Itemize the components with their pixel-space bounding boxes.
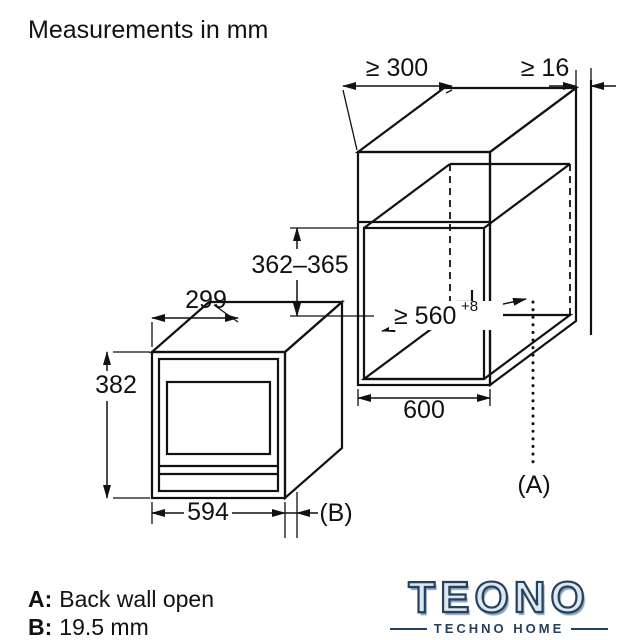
dim-label-mw-height: 382 [95,371,137,399]
legend-text-a: Back wall open [59,586,214,612]
microwave-drawing [149,299,345,501]
tagline-rule-right [571,627,608,630]
dim-label-niche-width: ≥ 560 [394,302,456,330]
legend-item-a: A:Back wall open [28,585,214,613]
label-mask [184,500,232,527]
brand-tagline: TECHNO HOME [433,621,565,636]
label-a: (A) [517,471,550,499]
legend-key-a: A: [28,586,53,612]
tagline-rule-left [390,627,427,630]
cabinet-top-face [354,86,580,154]
microwave-front-face [150,350,287,500]
dim-label-mw-width: 594 [187,498,229,526]
ext-line [342,89,358,151]
microwave-right-face [283,299,344,501]
brand-tagline-row: TECHNO HOME [390,621,608,636]
legend-key-b: B: [28,614,53,640]
legend: A:Back wall open B:19.5 mm [28,585,214,640]
dim-label-cabinet-width: 600 [403,396,445,424]
brand-logo: TEONO TECHNO HOME [390,573,608,636]
ext-line [213,304,239,323]
legend-text-b: 19.5 mm [59,614,149,640]
dim-label-mw-depth: 299 [185,286,227,314]
label-mask [91,371,141,401]
dim-label-niche-width-tolerance: +8 [461,298,478,315]
dimension-annotations: ≥ 300 ≥ 16 362–365 ≥ 560 +8 600 [91,54,616,538]
legend-item-b: B:19.5 mm [28,613,214,640]
dim-label-niche-height: 362–365 [251,251,348,279]
niche-ceiling-left-edge [363,163,451,229]
label-mask [247,249,353,280]
label-mask [389,301,503,330]
cabinet-front-frame [356,150,492,387]
microwave-door-window [165,380,272,456]
page-title: Measurements in mm [28,16,269,44]
microwave-door-frame [157,357,280,493]
brand-name: TEONO [407,573,590,623]
dim-label-top-depth: ≥ 300 [366,54,428,82]
label-b: (B) [319,499,352,527]
cabinet-drawing [354,80,593,388]
ext-line [445,89,453,94]
dim-label-wall-gap: ≥ 16 [521,54,569,82]
niche-ceiling-right-edge [483,163,571,229]
